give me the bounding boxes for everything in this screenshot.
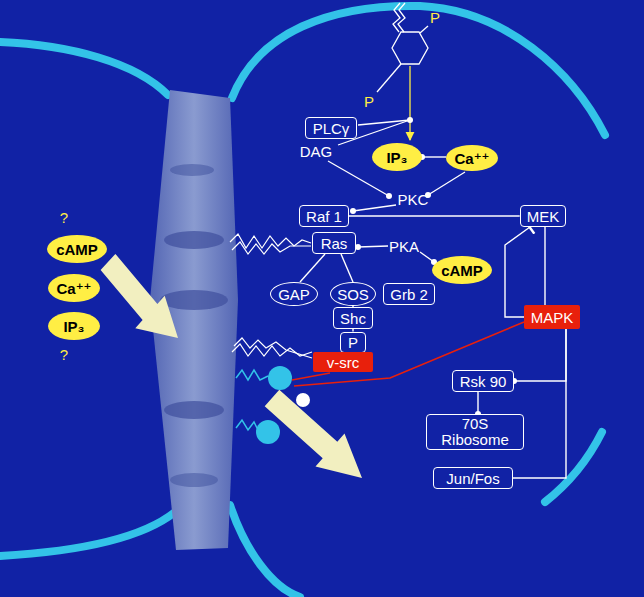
protein-oval: GAP <box>270 282 318 306</box>
label-text: ? <box>60 346 68 363</box>
node-text: Ras <box>321 235 348 252</box>
label-text: PKA <box>389 238 419 255</box>
label-text: ? <box>60 209 68 226</box>
signal-connector <box>505 227 530 317</box>
protein-oval: SOS <box>330 282 376 306</box>
phosphate-label: P <box>430 9 440 26</box>
signal-connector <box>544 227 545 305</box>
signal-connector <box>514 329 566 381</box>
messenger-oval: IP₃ <box>372 143 422 171</box>
node-text: SOS <box>337 286 369 303</box>
label-text: P <box>364 93 374 110</box>
label-text: DAG <box>300 143 333 160</box>
messenger-oval: cAMP <box>47 235 107 263</box>
molecule-label: DAG <box>300 143 333 160</box>
signal-connector <box>341 254 353 282</box>
adaptor-box: Grb 2 <box>383 283 435 305</box>
kinase-box: Rsk 90 <box>452 370 514 392</box>
messenger-oval: Ca⁺⁺ <box>48 274 100 302</box>
messenger-oval: cAMP <box>432 256 492 284</box>
adaptor-box: Shc <box>333 307 373 329</box>
label-text: P <box>430 9 440 26</box>
messenger-oval: Ca⁺⁺ <box>446 145 497 171</box>
gtpase-box: Ras <box>312 232 356 254</box>
cell-membranes <box>0 6 605 597</box>
node-text: MEK <box>527 208 560 225</box>
pathway-lines <box>292 66 524 386</box>
connexin-tails <box>236 370 268 430</box>
node-text: Ca⁺⁺ <box>454 150 489 167</box>
signal-connector <box>513 329 566 478</box>
kinase-box: MAPK <box>524 305 580 329</box>
kinase-label: PKC <box>398 191 429 208</box>
node-text: Grb 2 <box>390 286 428 303</box>
kinase-box: Raf 1 <box>299 205 349 227</box>
oncogene-box: v-src <box>313 352 373 372</box>
signal-connector <box>349 215 520 216</box>
node-text: Shc <box>340 310 366 327</box>
phosphate-label: P <box>364 93 374 110</box>
node-text: Rsk 90 <box>460 373 507 390</box>
label-text: PKC <box>398 191 429 208</box>
ribosome-box: 70S Ribosome <box>426 414 524 450</box>
transcription-box: Jun/Fos <box>433 467 513 489</box>
node-text: cAMP <box>441 262 483 279</box>
node-text: cAMP <box>56 241 98 258</box>
node-text: v-src <box>327 354 360 371</box>
enzyme-box: PLCγ <box>305 117 357 139</box>
signal-connector <box>477 392 478 414</box>
node-text: Jun/Fos <box>446 470 499 487</box>
node-text: IP₃ <box>63 318 84 335</box>
node-text: PLCγ <box>313 120 350 137</box>
signal-connector <box>422 156 446 157</box>
signal-connector <box>300 254 325 282</box>
junction-dots <box>350 117 437 265</box>
node-text: Raf 1 <box>306 208 342 225</box>
pip2-lipid <box>377 3 428 92</box>
kinase-box: MEK <box>520 205 567 227</box>
node-text: IP₃ <box>386 149 407 166</box>
unknown-label: ? <box>60 346 68 363</box>
node-text: 70S Ribosome <box>433 416 517 448</box>
node-text: Ca⁺⁺ <box>56 280 91 297</box>
node-text: MAPK <box>531 309 574 326</box>
node-text: GAP <box>278 286 310 303</box>
unknown-label: ? <box>60 209 68 226</box>
node-text: P <box>348 334 358 351</box>
phosphate-box: P <box>340 332 366 353</box>
messenger-oval: IP₃ <box>48 312 100 340</box>
kinase-label: PKA <box>389 238 419 255</box>
